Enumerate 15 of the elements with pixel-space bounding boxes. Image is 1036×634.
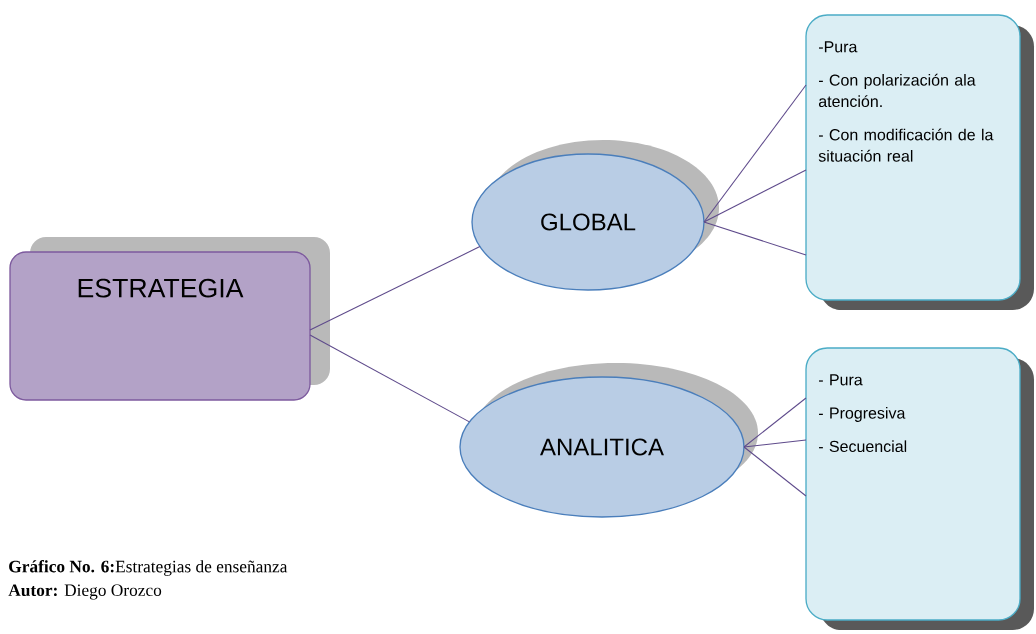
ellipse-node: ANALITICA <box>459 363 758 518</box>
connector-line <box>309 334 470 423</box>
caption-text: Gráfico No. 6:Estrategias de enseñanza <box>9 560 288 576</box>
connector-line <box>703 169 807 223</box>
list-card: -Pura - Con polarización ala atención. - Con modificación de la situación real <box>805 14 1034 310</box>
ellipse-node: GLOBAL <box>471 140 719 291</box>
connector-line <box>703 221 807 256</box>
connector-line <box>309 246 481 331</box>
connector-line <box>743 439 807 448</box>
caption-text: Autor: Diego Orozco <box>8 584 162 600</box>
process-box: ESTRATEGIA <box>9 237 330 401</box>
list-card: - Pura - Progresiva - Secuencial <box>805 347 1034 630</box>
connector-line <box>743 397 807 448</box>
connector-line <box>703 84 807 223</box>
connector-line <box>743 446 807 497</box>
